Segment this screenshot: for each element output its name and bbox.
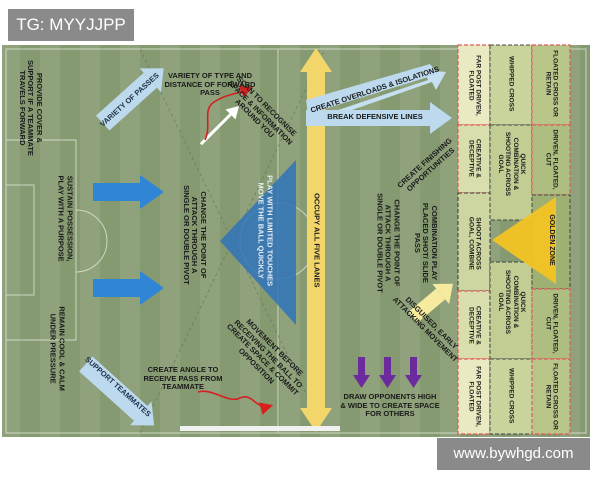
variety-passes-arrow [96,68,164,131]
zone-whipped-top [489,44,533,126]
label-occupy-lanes: OCCUPY ALL FIVE LANES [312,193,322,288]
label-limited-touches: PLAY WITH LIMITED TOUCHES MOVE THE BALL … [257,175,275,287]
support-arrow-bottom [93,271,164,305]
zone-text-whipped-top: WHIPPED CROSS [507,56,515,112]
label-variety-type: VARIETY OF TYPE AND DISTANCE OF FORWARD … [164,71,256,98]
zone-quick-combo-bottom [489,261,533,360]
label-change-point-1: CHANGE THE POINT OF ATTACK THROUGH A SIN… [181,185,208,285]
attacking-zones-grid [457,44,571,435]
zone-shoot-across [457,192,491,292]
support-teammates-arrow [79,356,155,426]
zone-floated-top [531,44,571,126]
zone-text-floated-top: FLOATED CROSS OR RETAIN [544,50,559,117]
disguised-arrow [408,283,453,323]
zone-driven-top [531,124,571,196]
label-remain-calm: REMAIN COOL & CALM UNDER PRESSURE [49,306,67,391]
label-sustain: SUSTAIN POSSESSION, PLAY WITH A PURPOSE [57,175,75,262]
create-angle-squiggle [197,390,274,415]
diagonal-guides [139,48,326,434]
golden-zone-triangle [492,197,556,284]
label-draw-opponents: DRAW OPPONENTS HIGH & WIDE TO CREATE SPA… [340,392,440,419]
quick-play-triangle [220,160,296,325]
zone-creative-bottom [457,290,491,360]
zone-text-quick-combo-top: QUICK COMBINATION & SHOOTING ACROSS GOAL [496,131,526,196]
zone-far-post-bottom [457,358,491,435]
zone-text-far-post-bottom: FAR POST DRIVEN, FLOATED [467,366,482,427]
zone-text-whipped-bottom: WHIPPED CROSS [507,368,515,424]
zone-creative-top [457,124,491,194]
support-arrow-top [93,175,164,209]
zone-text-golden-zone: GOLDEN ZONE [548,214,556,266]
tag-badge: TG: MYYJJPP [8,9,134,41]
zone-text-creative-bottom: CREATIVE & DECEPTIVE [467,306,482,345]
zone-text-quick-combo-bottom: QUICK COMBINATION & SHOOTING ACROSS GOAL [496,269,526,334]
zone-text-driven-top: DRIVEN, FLOATED, CUT [544,129,559,190]
zone-text-creative-top: CREATIVE & DECEPTIVE [467,139,482,178]
label-combination-play: COMBINATION PLAY PLACED SHOT/ SLIDE PASS [412,202,439,283]
watermark: www.bywhgd.com [437,438,590,470]
zone-text-floated-bottom: FLOATED CROSS OR RETAIN [544,363,559,430]
zone-quick-combo-top [489,124,533,221]
label-change-point-2: CHANGE THE POINT OF ATTACK THROUGH A SIN… [375,193,402,293]
occupy-lanes-arrow [300,48,332,432]
draw-opponents-arrows [353,357,422,388]
zone-text-far-post-top: FAR POST DRIVEN, FLOATED [467,55,482,116]
zone-floated-bottom [531,358,571,435]
zone-driven-bottom [531,288,571,360]
label-break-lines: BREAK DEFENSIVE LINES [327,112,423,121]
break-lines-arrow [306,102,452,134]
zone-text-driven-bottom: DRIVEN, FLOATED, CUT [544,293,559,354]
bottom-halfway-bar [180,426,340,431]
zone-text-shoot-across: SHOOT ACROSS GOAL, COMBINE [467,216,482,271]
zone-whipped-bottom [489,358,533,435]
label-create-angle: CREATE ANGLE TO RECEIVE PASS FROM TEAMMA… [143,365,223,392]
forward-pass-squiggle [204,86,253,141]
zone-far-post-top [457,44,491,126]
label-support-cover: PROVIDE COVER & SUPPORT IF A TEAMMATE TR… [17,59,44,156]
